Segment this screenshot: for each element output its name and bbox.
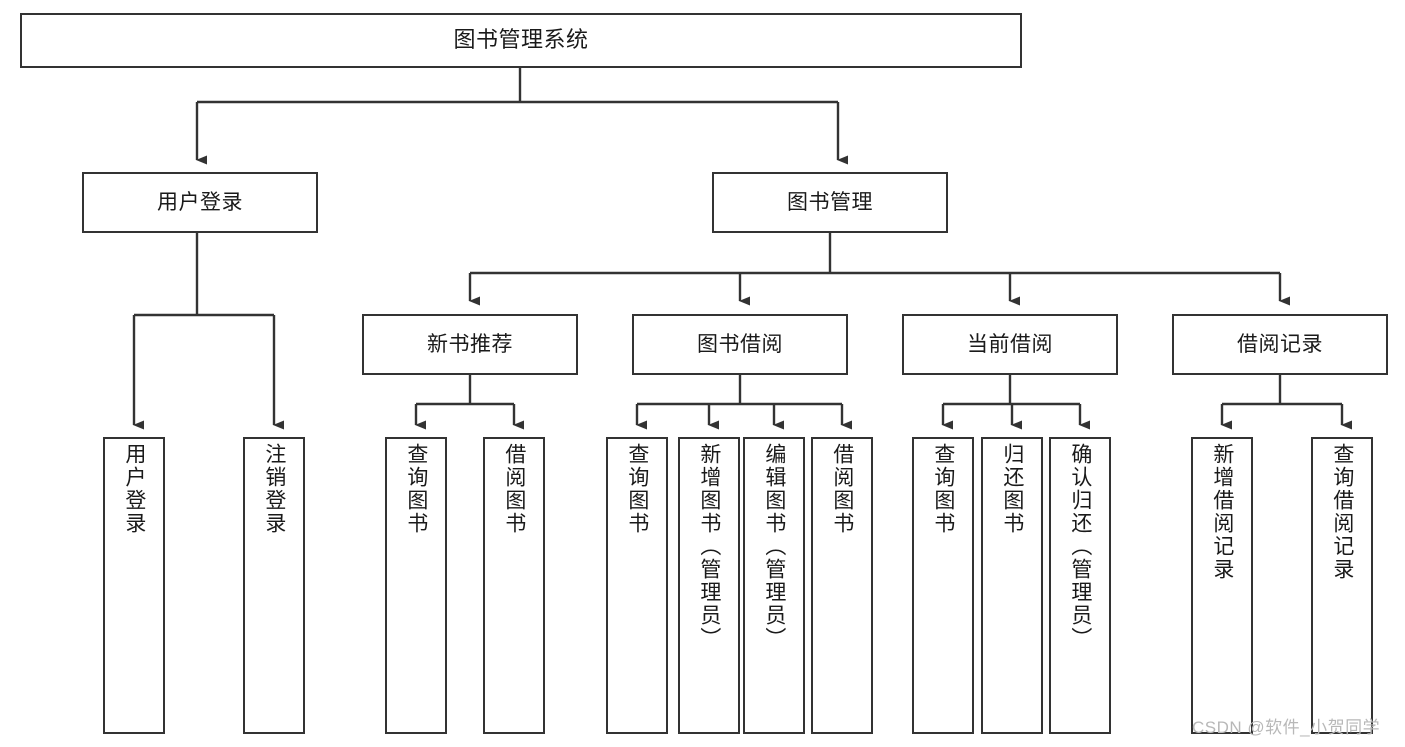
node-borrow-record-label: 借阅记录	[1237, 332, 1323, 356]
node-book-borrow[interactable]: 图书借阅	[632, 314, 848, 375]
leaf-user-login-login-label: 用户登录	[122, 443, 146, 535]
leaf-book-borrow-borrow-book-label: 借阅图书	[830, 443, 854, 535]
node-current-borrow-label: 当前借阅	[967, 332, 1053, 356]
leaf-new-book-query-book-label: 查询图书	[404, 443, 428, 535]
leaf-current-borrow-query-book-label: 查询图书	[931, 443, 955, 535]
leaf-borrow-record-add-record-label: 新增借阅记录	[1210, 443, 1234, 581]
leaf-book-borrow-edit-book[interactable]: 编辑图书（管理员）	[743, 437, 805, 734]
node-root-label: 图书管理系统	[453, 27, 589, 53]
leaf-new-book-borrow-book-label: 借阅图书	[502, 443, 526, 535]
node-borrow-record[interactable]: 借阅记录	[1172, 314, 1388, 375]
leaf-book-borrow-add-book[interactable]: 新增图书（管理员）	[678, 437, 740, 734]
leaf-current-borrow-return-book[interactable]: 归还图书	[981, 437, 1043, 734]
node-root-system[interactable]: 图书管理系统	[20, 13, 1022, 68]
leaf-current-borrow-confirm-return[interactable]: 确认归还（管理员）	[1049, 437, 1111, 734]
node-new-book-recommend[interactable]: 新书推荐	[362, 314, 578, 375]
node-book-management-label: 图书管理	[787, 190, 873, 214]
leaf-book-borrow-borrow-book[interactable]: 借阅图书	[811, 437, 873, 734]
leaf-current-borrow-query-book[interactable]: 查询图书	[912, 437, 974, 734]
node-book-management[interactable]: 图书管理	[712, 172, 948, 233]
node-user-login-label: 用户登录	[157, 190, 243, 214]
leaf-borrow-record-query-record[interactable]: 查询借阅记录	[1311, 437, 1373, 734]
leaf-new-book-borrow-book[interactable]: 借阅图书	[483, 437, 545, 734]
node-current-borrow[interactable]: 当前借阅	[902, 314, 1118, 375]
leaf-borrow-record-query-record-label: 查询借阅记录	[1330, 443, 1354, 581]
leaf-book-borrow-edit-book-label: 编辑图书（管理员）	[762, 443, 786, 650]
leaf-book-borrow-add-book-label: 新增图书（管理员）	[697, 443, 721, 650]
leaf-book-borrow-query-book-label: 查询图书	[625, 443, 649, 535]
leaf-user-login-logout-label: 注销登录	[262, 443, 286, 535]
leaf-book-borrow-query-book[interactable]: 查询图书	[606, 437, 668, 734]
node-book-borrow-label: 图书借阅	[697, 332, 783, 356]
node-new-book-recommend-label: 新书推荐	[427, 332, 513, 356]
csdn-watermark: CSDN @软件_小贺同学	[1192, 718, 1381, 737]
leaf-user-login-logout[interactable]: 注销登录	[243, 437, 305, 734]
node-user-login[interactable]: 用户登录	[82, 172, 318, 233]
leaf-current-borrow-confirm-return-label: 确认归还（管理员）	[1068, 443, 1092, 650]
leaf-borrow-record-add-record[interactable]: 新增借阅记录	[1191, 437, 1253, 734]
leaf-current-borrow-return-book-label: 归还图书	[1000, 443, 1024, 535]
leaf-new-book-query-book[interactable]: 查询图书	[385, 437, 447, 734]
leaf-user-login-login[interactable]: 用户登录	[103, 437, 165, 734]
